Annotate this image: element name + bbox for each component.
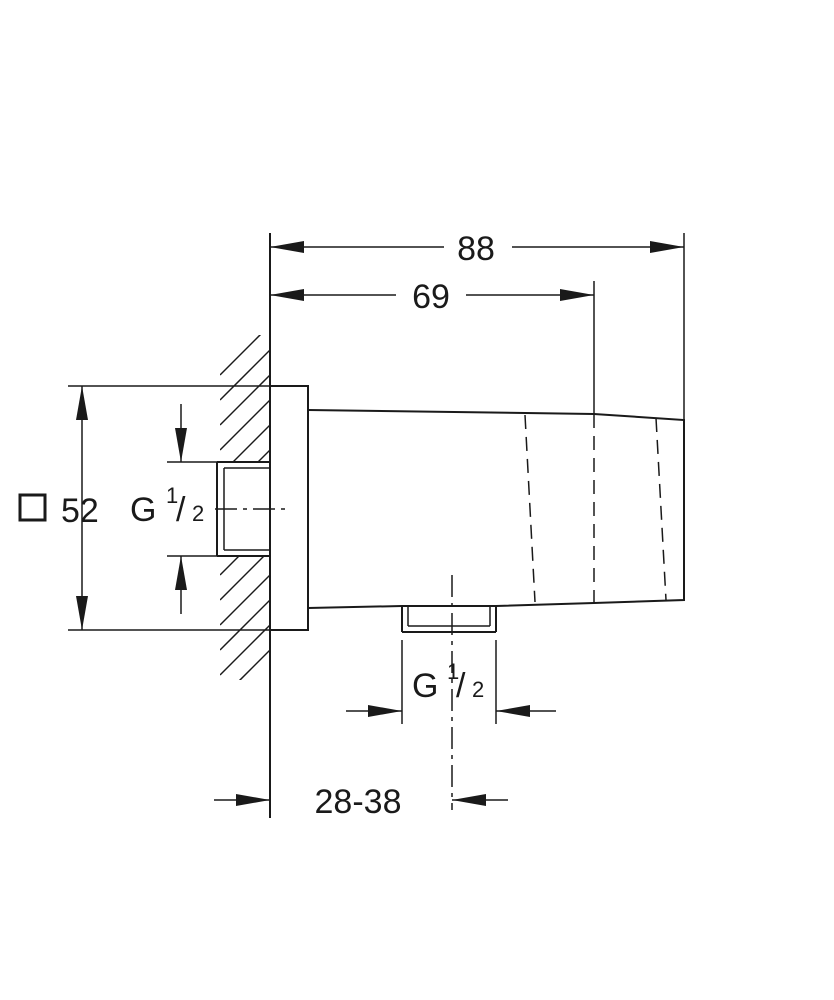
dimension-69: 69 <box>270 278 595 414</box>
outlet-nipple <box>401 606 497 633</box>
svg-text:G: G <box>130 491 156 529</box>
square-symbol-icon <box>18 493 47 522</box>
dimension-52-label: 52 <box>61 492 99 530</box>
dimension-28-38-label: 28-38 <box>315 783 402 821</box>
dimension-88: 88 <box>270 230 685 420</box>
dimension-inlet-thread: G 1 / 2 <box>130 404 217 614</box>
dimension-outlet-thread: G 1 / 2 <box>346 640 556 724</box>
svg-text:/: / <box>176 491 186 529</box>
hidden-edge-1 <box>524 414 536 603</box>
body-outline <box>307 409 685 609</box>
outlet-thread-letter: G <box>412 667 438 705</box>
svg-text:G: G <box>412 667 438 705</box>
svg-text:/: / <box>456 667 466 705</box>
inlet-thread-num: 1 <box>166 483 178 508</box>
outlet-thread-den: 2 <box>472 677 484 702</box>
dimension-28-38: 28-38 <box>214 783 508 821</box>
inlet-thread-den: 2 <box>192 501 204 526</box>
wall-flange <box>270 385 309 631</box>
inlet-thread-letter: G <box>130 491 156 529</box>
outlet-thread-num: 1 <box>447 659 459 684</box>
dimension-69-label: 69 <box>412 278 450 316</box>
dimension-88-label: 88 <box>457 230 495 268</box>
dimension-square-52: 52 <box>18 385 270 631</box>
hidden-edge-3 <box>655 417 667 601</box>
